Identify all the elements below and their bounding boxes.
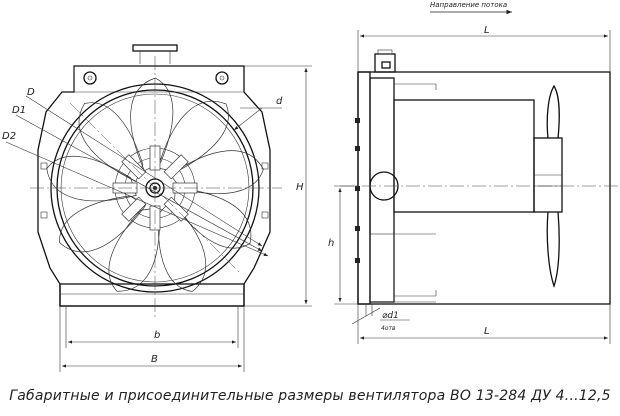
- label-D: D: [27, 87, 35, 98]
- diameter-leaders: [5, 95, 282, 257]
- drawing-caption: Габаритные и присоединительные размеры в…: [9, 388, 611, 404]
- label-D1: D1: [12, 105, 26, 116]
- front-base: [59, 283, 245, 307]
- motor-body: [393, 99, 535, 213]
- front-housing-outline: [37, 65, 271, 307]
- dimension-L-top: [357, 30, 611, 72]
- dimension-h: [334, 185, 358, 305]
- front-view: D D1 D2 d H b B: [2, 44, 312, 372]
- label-d1: ⌀d1: [382, 311, 399, 321]
- label-holes: 4отв: [381, 325, 396, 332]
- flow-direction-indicator: Направление потока: [430, 1, 512, 15]
- top-inlet-stub: [132, 44, 178, 64]
- impeller-profile: [533, 84, 563, 289]
- side-top-stub: [374, 53, 396, 73]
- label-H: H: [296, 182, 304, 193]
- flange-bolts: [355, 118, 360, 263]
- dimension-L-bottom: [357, 304, 611, 344]
- label-b: b: [154, 330, 160, 341]
- side-view: L L h ⌀d1 4отв: [328, 25, 618, 344]
- label-d: d: [276, 96, 283, 107]
- holes-leader: [351, 304, 410, 325]
- label-D2: D2: [2, 131, 16, 142]
- dimension-b: [59, 306, 245, 372]
- dimension-H: [244, 65, 312, 307]
- side-housing-outline: [357, 71, 611, 305]
- mounting-holes: [83, 71, 229, 85]
- flow-direction-label: Направление потока: [430, 1, 507, 9]
- label-h: h: [328, 238, 334, 249]
- impeller-blades: [46, 77, 264, 292]
- label-B: B: [151, 354, 158, 365]
- label-L-top: L: [484, 25, 490, 36]
- label-L-bottom: L: [484, 326, 490, 337]
